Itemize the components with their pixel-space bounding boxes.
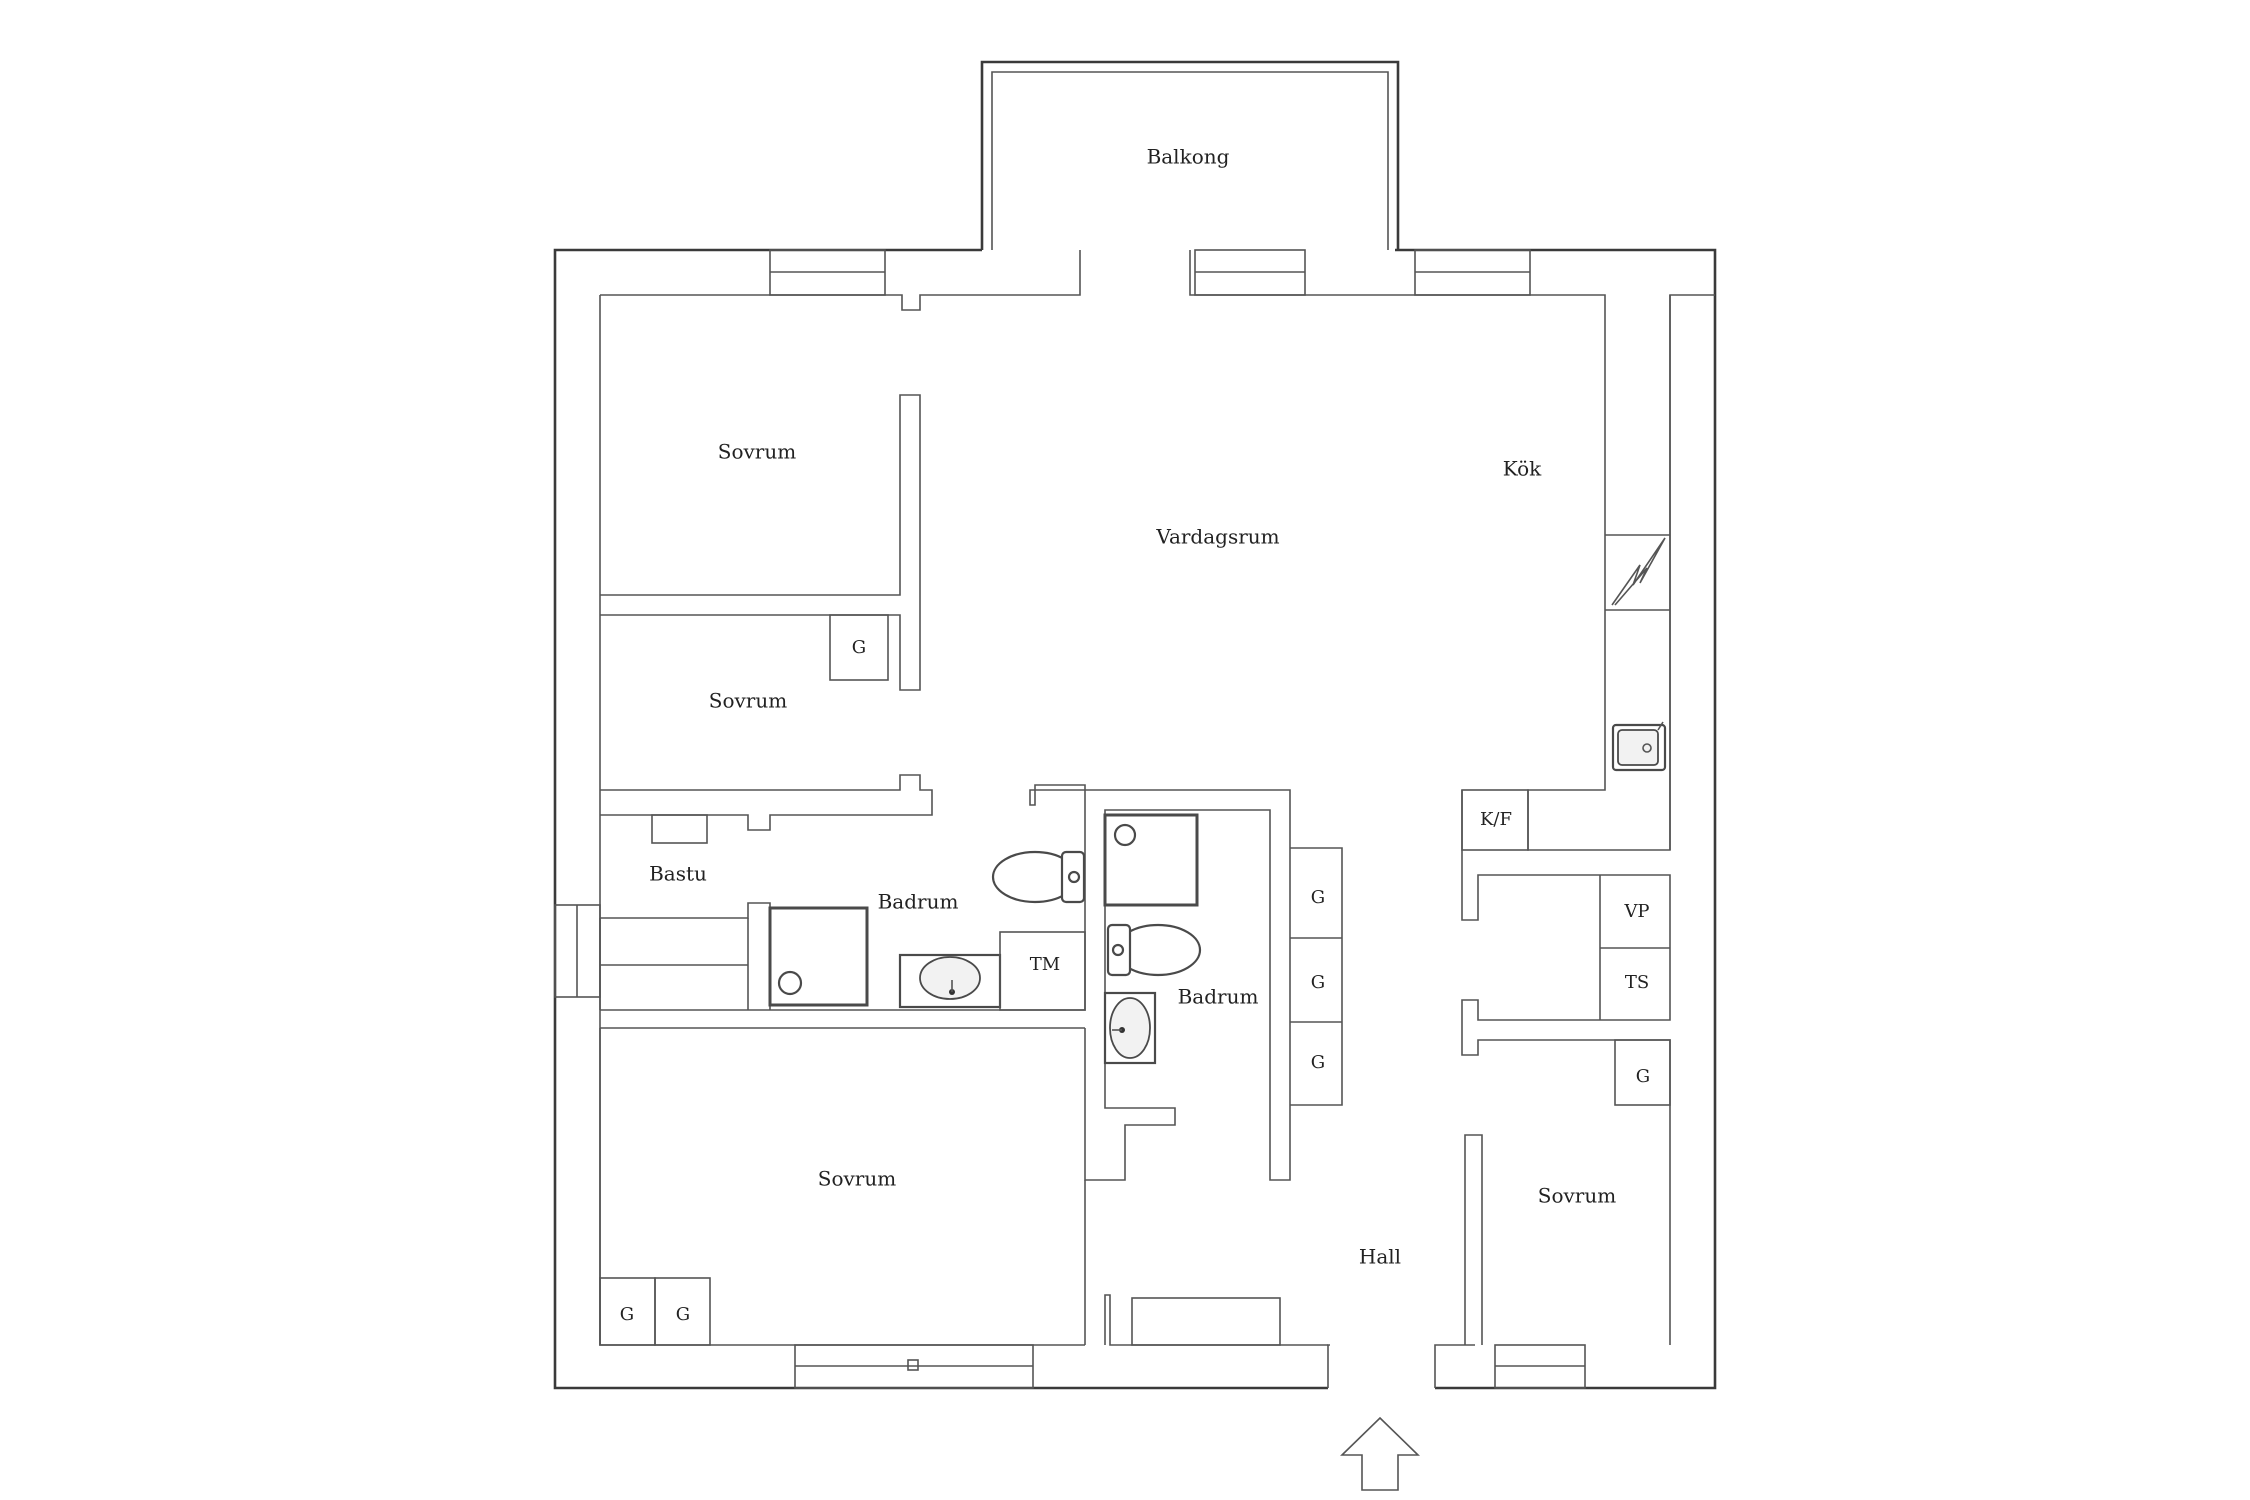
- room-label-sovrum-4: Sovrum: [1538, 1184, 1616, 1208]
- balcony: [980, 60, 1400, 250]
- room-label-bastu: Bastu: [649, 862, 707, 886]
- sovrum-3-walls: [599, 1028, 1086, 1346]
- entrance-arrow-icon: [1340, 1416, 1420, 1491]
- bastu-badrum-walls: [599, 784, 1291, 1181]
- room-label-sovrum-1: Sovrum: [718, 440, 796, 464]
- fridge-freezer-label: K/F: [1480, 809, 1512, 830]
- hall-bench: [1131, 1297, 1281, 1346]
- washbasin-icon: [1109, 997, 1151, 1059]
- window-left: [554, 904, 601, 998]
- sovrum-1-walls: [600, 394, 921, 691]
- sovrum-2-walls: [600, 614, 933, 831]
- inner-wall-lines: [599, 250, 1715, 1346]
- hall-wardrobes: [1290, 847, 1343, 1106]
- water-heater-label: VP: [1623, 901, 1649, 922]
- wardrobe-label: G: [1311, 887, 1325, 908]
- washing-machine-label: TM: [1030, 954, 1060, 975]
- toilet-icon: [1106, 923, 1202, 977]
- room-label-badrum-2: Badrum: [1178, 985, 1259, 1009]
- wardrobe-label: G: [1311, 972, 1325, 993]
- wardrobe-label: G: [620, 1304, 634, 1325]
- dryer-label: TS: [1625, 972, 1649, 993]
- room-label-badrum-1: Badrum: [878, 890, 959, 914]
- wardrobe-label: G: [1311, 1052, 1325, 1073]
- room-label-vardagsrum: Vardagsrum: [1155, 525, 1279, 549]
- badrum-2-fixtures: [1103, 813, 1202, 1065]
- washbasin-icon: [919, 956, 981, 1000]
- wardrobe-label: G: [1636, 1066, 1650, 1087]
- bastu-bench: [600, 918, 749, 1010]
- windows-bottom: [794, 1344, 1586, 1389]
- badrum-1-fixtures: [768, 850, 1086, 1011]
- room-label-sovrum-2: Sovrum: [709, 689, 787, 713]
- room-label-kok: Kök: [1503, 457, 1542, 481]
- room-label-hall: Hall: [1359, 1245, 1401, 1269]
- wardrobe-label: G: [852, 637, 866, 658]
- windows-top: [769, 249, 1531, 296]
- stove-icon: [1611, 537, 1666, 606]
- hall-right-walls: [1461, 850, 1671, 1345]
- room-label-sovrum-3: Sovrum: [818, 1167, 896, 1191]
- room-label-balkong: Balkong: [1147, 145, 1230, 169]
- wardrobe-label: G: [676, 1304, 690, 1325]
- toilet-icon: [991, 850, 1086, 904]
- kitchen: [1461, 534, 1670, 851]
